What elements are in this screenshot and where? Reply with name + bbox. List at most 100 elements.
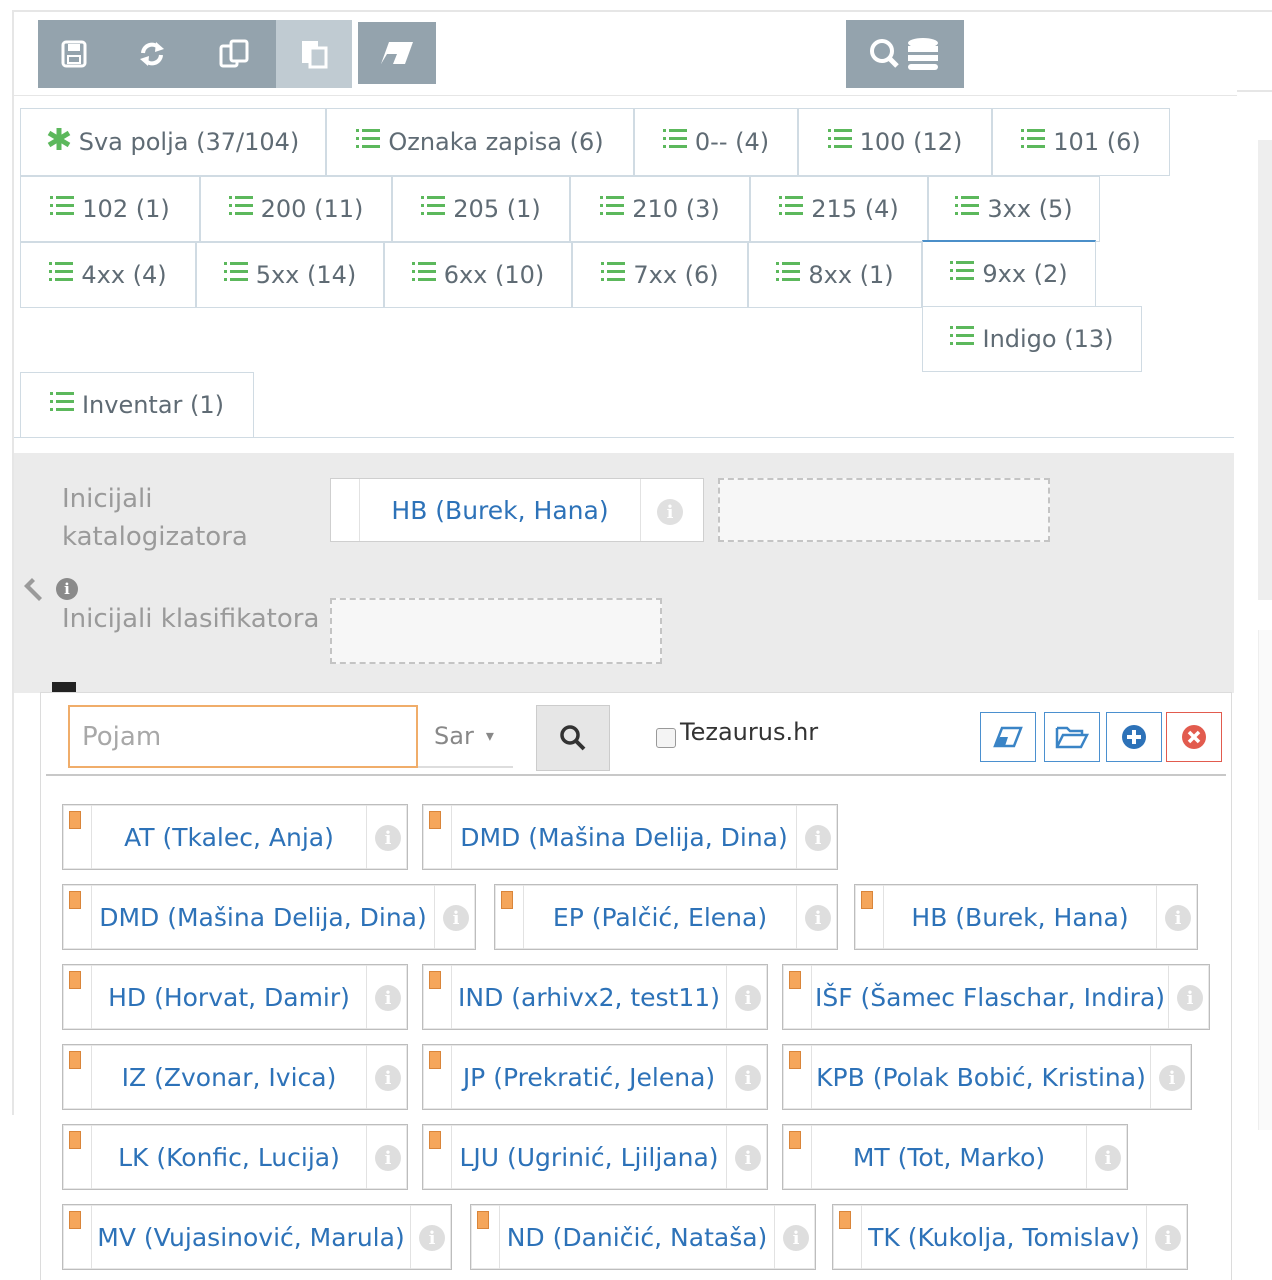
tab-3xx[interactable]: 3xx (5)	[928, 176, 1100, 242]
info-icon[interactable]: i	[805, 825, 831, 851]
tab-200[interactable]: 200 (11)	[200, 176, 392, 242]
info-icon[interactable]: i	[1165, 905, 1191, 931]
person-chip[interactable]: HD (Horvat, Damir) i	[62, 964, 408, 1030]
chip-separator	[434, 885, 435, 949]
person-chip[interactable]: AT (Tkalec, Anja) i	[62, 804, 408, 870]
person-name[interactable]: LK (Konfic, Lucija)	[118, 1142, 340, 1172]
cataloguer-drop-zone[interactable]	[718, 478, 1050, 542]
chip-separator	[91, 805, 92, 869]
info-icon[interactable]: i	[375, 1065, 401, 1091]
tab-5xx[interactable]: 5xx (14)	[196, 242, 384, 308]
cataloguer-value[interactable]: HB (Burek, Hana)	[391, 495, 609, 525]
person-chip[interactable]: MT (Tot, Marko) i	[782, 1124, 1128, 1190]
person-chip[interactable]: IND (arhivx2, test11) i	[422, 964, 768, 1030]
person-chip[interactable]: KPB (Polak Bobić, Kristina) i	[782, 1044, 1192, 1110]
info-icon[interactable]: i	[783, 1225, 809, 1251]
info-icon[interactable]: i	[735, 985, 761, 1011]
search-input[interactable]	[68, 705, 418, 768]
person-chip[interactable]: TK (Kukolja, Tomislav) i	[832, 1204, 1188, 1270]
info-icon[interactable]: i	[1159, 1065, 1185, 1091]
tab-label: 100 (12)	[859, 128, 963, 156]
thesaurus-checkbox[interactable]	[656, 728, 676, 748]
add-button[interactable]	[1106, 712, 1162, 762]
tab-all-fields[interactable]: Sva polja (37/104)	[20, 108, 326, 176]
eraser-button[interactable]	[358, 22, 436, 84]
person-chip[interactable]: LK (Konfic, Lucija) i	[62, 1124, 408, 1190]
search-button[interactable]	[536, 705, 610, 771]
person-name[interactable]: IND (arhivx2, test11)	[458, 982, 720, 1012]
wrench-icon[interactable]	[20, 576, 46, 602]
person-name[interactable]: KPB (Polak Bobić, Kristina)	[816, 1062, 1146, 1092]
person-chip[interactable]: MV (Vujasinović, Marula) i	[62, 1204, 452, 1270]
info-icon[interactable]: i	[443, 905, 469, 931]
search-database-button[interactable]	[846, 20, 964, 88]
person-name[interactable]: EP (Palčić, Elena)	[552, 902, 768, 932]
refresh-button[interactable]	[110, 20, 194, 88]
classifier-drop-zone[interactable]	[330, 598, 662, 664]
tab-4xx[interactable]: 4xx (4)	[20, 242, 196, 308]
tab-210[interactable]: 210 (3)	[570, 176, 750, 242]
info-icon[interactable]: i	[1155, 1225, 1181, 1251]
info-icon[interactable]: i	[1095, 1145, 1121, 1171]
tab-oznaka[interactable]: Oznaka zapisa (6)	[326, 108, 634, 176]
tab-0--[interactable]: 0-- (4)	[634, 108, 798, 176]
info-icon[interactable]: i	[375, 825, 401, 851]
tab-indigo[interactable]: Indigo (13)	[922, 306, 1142, 372]
copy-button[interactable]	[194, 20, 276, 88]
person-chip[interactable]: DMD (Mašina Delija, Dina) i	[422, 804, 838, 870]
person-name[interactable]: DMD (Mašina Delija, Dina)	[460, 822, 788, 852]
close-button[interactable]	[1166, 712, 1222, 762]
info-icon[interactable]: i	[419, 1225, 445, 1251]
tab-7xx[interactable]: 7xx (6)	[572, 242, 748, 308]
paste-button[interactable]	[276, 20, 352, 88]
save-button[interactable]	[38, 20, 110, 88]
tab-215[interactable]: 215 (4)	[750, 176, 928, 242]
person-name[interactable]: DMD (Mašina Delija, Dina)	[99, 902, 427, 932]
info-icon[interactable]: i	[657, 499, 683, 525]
person-name[interactable]: IZ (Zvonar, Ivica)	[121, 1062, 337, 1092]
person-name[interactable]: JP (Prekratić, Jelena)	[462, 1062, 716, 1092]
person-chip[interactable]: HB (Burek, Hana) i	[854, 884, 1198, 950]
tab-205[interactable]: 205 (1)	[392, 176, 570, 242]
person-chip[interactable]: IZ (Zvonar, Ivica) i	[62, 1044, 408, 1110]
person-chip[interactable]: IŠF (Šamec Flaschar, Indira) i	[782, 964, 1210, 1030]
info-icon[interactable]: i	[735, 1065, 761, 1091]
person-name[interactable]: AT (Tkalec, Anja)	[124, 822, 334, 852]
search-scope-select[interactable]: Sar ▾	[418, 705, 513, 768]
person-name[interactable]: LJU (Ugrinić, Ljiljana)	[459, 1142, 719, 1172]
clear-button[interactable]	[980, 712, 1036, 762]
tab-6xx[interactable]: 6xx (10)	[384, 242, 572, 308]
info-icon[interactable]: i	[735, 1145, 761, 1171]
search-icon	[560, 725, 586, 751]
person-chip[interactable]: LJU (Ugrinić, Ljiljana) i	[422, 1124, 768, 1190]
tab-102[interactable]: 102 (1)	[20, 176, 200, 242]
person-name[interactable]: HD (Horvat, Damir)	[108, 982, 350, 1012]
person-name[interactable]: HB (Burek, Hana)	[911, 902, 1129, 932]
tab-8xx[interactable]: 8xx (1)	[748, 242, 922, 308]
frame-right-border	[1237, 90, 1272, 92]
person-chip[interactable]: JP (Prekratić, Jelena) i	[422, 1044, 768, 1110]
info-icon[interactable]: i	[1177, 985, 1203, 1011]
person-chip[interactable]: EP (Palčić, Elena) i	[494, 884, 838, 950]
info-icon[interactable]: i	[375, 1145, 401, 1171]
person-name[interactable]: MT (Tot, Marko)	[852, 1142, 1046, 1172]
person-chip[interactable]: DMD (Mašina Delija, Dina) i	[62, 884, 476, 950]
open-folder-button[interactable]	[1044, 712, 1100, 762]
person-chip[interactable]: ND (Daničić, Nataša) i	[470, 1204, 816, 1270]
person-name[interactable]: IŠF (Šamec Flaschar, Indira)	[814, 982, 1166, 1012]
tab-101[interactable]: 101 (6)	[992, 108, 1170, 176]
list-icon	[49, 261, 74, 289]
tab-100[interactable]: 100 (12)	[798, 108, 992, 176]
tab-9xx[interactable]: 9xx (2)	[922, 240, 1096, 306]
person-name[interactable]: TK (Kukolja, Tomislav)	[868, 1222, 1140, 1252]
info-icon[interactable]: i	[56, 578, 78, 600]
person-name[interactable]: MV (Vujasinović, Marula)	[97, 1222, 405, 1252]
cataloguer-value-chip[interactable]: HB (Burek, Hana) i	[330, 478, 704, 542]
list-icon	[601, 261, 626, 289]
info-icon[interactable]: i	[375, 985, 401, 1011]
tab-inventar[interactable]: Inventar (1)	[20, 372, 254, 438]
scrollbar-track[interactable]	[1258, 140, 1272, 600]
person-name[interactable]: ND (Daničić, Nataša)	[506, 1222, 768, 1252]
thesaurus-option[interactable]: Tezaurus.hr	[656, 716, 818, 748]
info-icon[interactable]: i	[805, 905, 831, 931]
